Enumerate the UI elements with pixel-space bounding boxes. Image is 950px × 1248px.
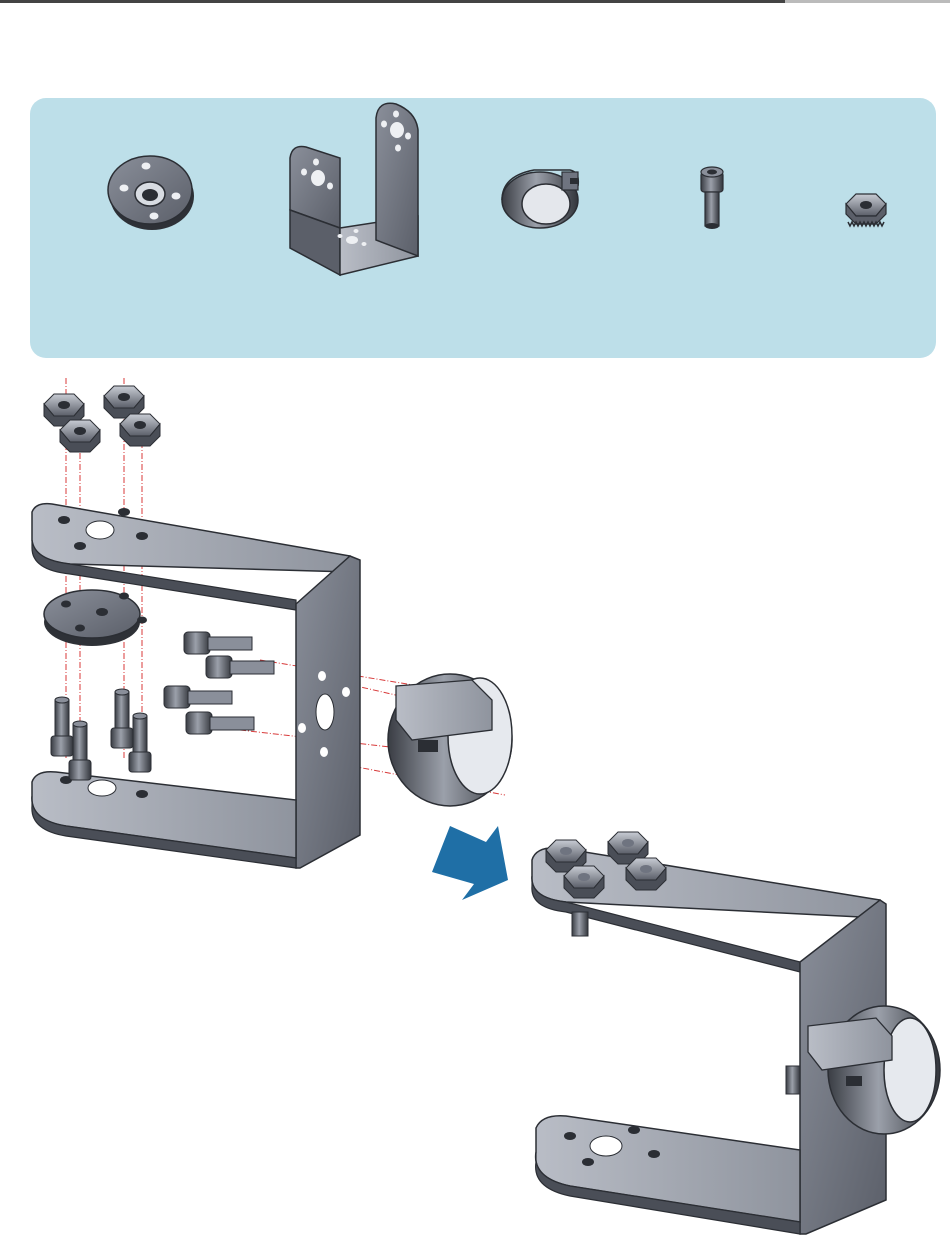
exploded-view — [32, 378, 512, 868]
assembled-view — [532, 832, 940, 1234]
arrow-right-icon — [432, 826, 508, 900]
exploded-horizontal-screws — [164, 632, 274, 734]
lock-nut — [846, 194, 886, 226]
exploded-bearing-clamp — [388, 674, 512, 806]
socket-head-screw — [701, 167, 723, 229]
bearing-clamp — [502, 170, 578, 228]
u-bracket — [290, 103, 418, 275]
round-servo-horn — [108, 156, 194, 230]
exploded-vertical-screws — [51, 689, 151, 780]
exploded-nuts — [44, 386, 160, 452]
